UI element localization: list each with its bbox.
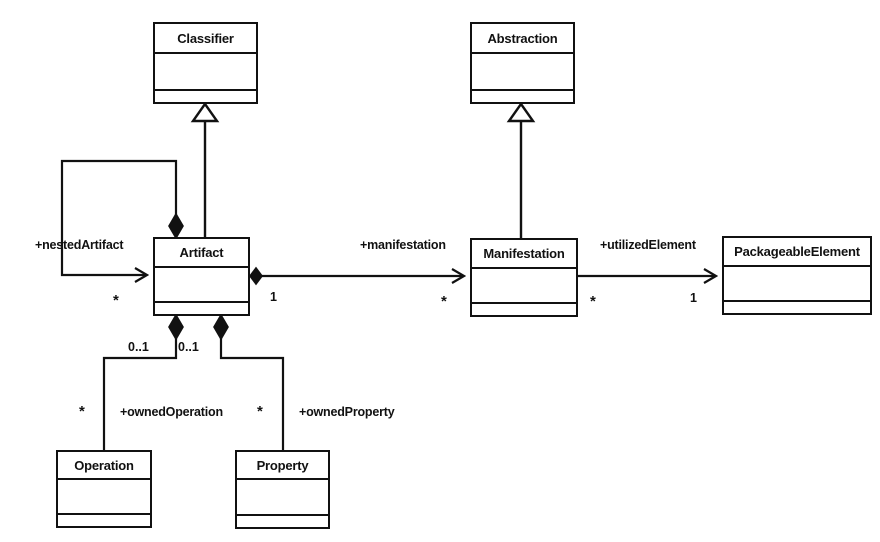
class-operations-classifier — [155, 91, 256, 103]
generalization-artifact-classifier — [190, 101, 220, 237]
multiplicity-packageable-element-one: 1 — [690, 291, 697, 305]
class-operations-artifact — [155, 303, 248, 314]
class-box-operation[interactable]: Operation — [56, 450, 152, 528]
composition-artifact-operation — [102, 313, 184, 450]
composition-artifact-manifestation — [249, 266, 463, 286]
composition-artifact-nested-artifact — [60, 159, 184, 275]
class-attributes-packageable-element — [724, 267, 870, 302]
multiplicity-manifestation-star: * — [441, 293, 447, 310]
class-operations-property — [237, 516, 328, 528]
class-box-manifestation[interactable]: Manifestation — [470, 238, 578, 317]
multiplicity-artifact-one: 1 — [270, 290, 277, 304]
multiplicity-operation-star: * — [79, 403, 85, 420]
class-operations-operation — [58, 515, 150, 526]
class-name-abstraction: Abstraction — [472, 24, 573, 54]
class-box-property[interactable]: Property — [235, 450, 330, 529]
composition-artifact-property — [213, 313, 285, 450]
class-name-manifestation: Manifestation — [472, 240, 576, 269]
role-label-utilized-element: +utilizedElement — [600, 238, 696, 252]
class-name-artifact: Artifact — [155, 239, 248, 268]
class-attributes-operation — [58, 480, 150, 515]
class-attributes-classifier — [155, 54, 256, 91]
multiplicity-property-star: * — [257, 403, 263, 420]
class-operations-manifestation — [472, 304, 576, 315]
class-attributes-manifestation — [472, 269, 576, 304]
class-name-operation: Operation — [58, 452, 150, 480]
class-attributes-property — [237, 480, 328, 516]
class-box-abstraction[interactable]: Abstraction — [470, 22, 575, 104]
class-operations-packageable-element — [724, 302, 870, 313]
class-attributes-artifact — [155, 268, 248, 303]
class-box-artifact[interactable]: Artifact — [153, 237, 250, 316]
class-name-classifier: Classifier — [155, 24, 256, 54]
multiplicity-nested-artifact-star: * — [113, 292, 119, 309]
multiplicity-utilized-element-star: * — [590, 293, 596, 310]
class-box-classifier[interactable]: Classifier — [153, 22, 258, 104]
role-label-owned-property: +ownedProperty — [299, 405, 395, 419]
class-attributes-abstraction — [472, 54, 573, 91]
role-label-owned-operation: +ownedOperation — [120, 405, 223, 419]
class-box-packageable-element[interactable]: PackageableElement — [722, 236, 872, 315]
multiplicity-owned-operation-zero-one: 0..1 — [128, 340, 149, 354]
generalization-manifestation-abstraction — [506, 101, 536, 238]
class-operations-abstraction — [472, 91, 573, 103]
class-name-packageable-element: PackageableElement — [724, 238, 870, 267]
multiplicity-owned-property-zero-one: 0..1 — [178, 340, 199, 354]
role-label-nested-artifact: +nestedArtifact — [35, 238, 124, 252]
role-label-manifestation: +manifestation — [360, 238, 446, 252]
class-name-property: Property — [237, 452, 328, 480]
